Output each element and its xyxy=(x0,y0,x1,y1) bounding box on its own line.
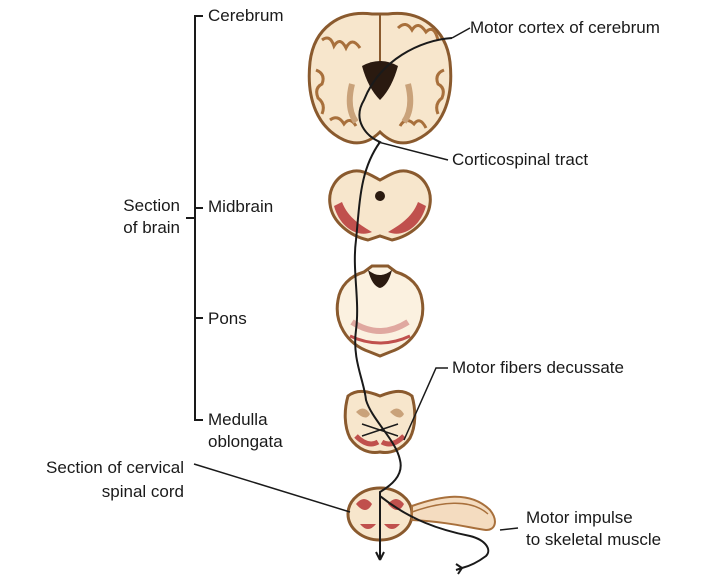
spinal-cord-section xyxy=(348,488,495,540)
pons-section xyxy=(337,266,423,356)
label-medulla-1: Medulla xyxy=(208,410,268,430)
label-cervical-2: spinal cord xyxy=(0,482,184,502)
cerebrum-section xyxy=(309,13,451,142)
medulla-section xyxy=(345,391,415,452)
label-pons: Pons xyxy=(208,309,247,329)
label-cerebrum: Cerebrum xyxy=(208,6,284,26)
label-motor-cortex: Motor cortex of cerebrum xyxy=(470,18,660,38)
label-midbrain: Midbrain xyxy=(208,197,273,217)
label-medulla-2: oblongata xyxy=(208,432,283,452)
brain-section-bracket xyxy=(186,16,203,420)
midbrain-section xyxy=(330,171,431,240)
label-impulse-2: to skeletal muscle xyxy=(526,530,661,550)
label-impulse-1: Motor impulse xyxy=(526,508,633,528)
label-cervical-1: Section of cervical xyxy=(0,458,184,478)
label-section-of-brain-2: of brain xyxy=(100,218,180,238)
label-motor-fibers-decussate: Motor fibers decussate xyxy=(452,358,624,378)
label-section-of-brain-1: Section xyxy=(100,196,180,216)
label-corticospinal-tract: Corticospinal tract xyxy=(452,150,588,170)
